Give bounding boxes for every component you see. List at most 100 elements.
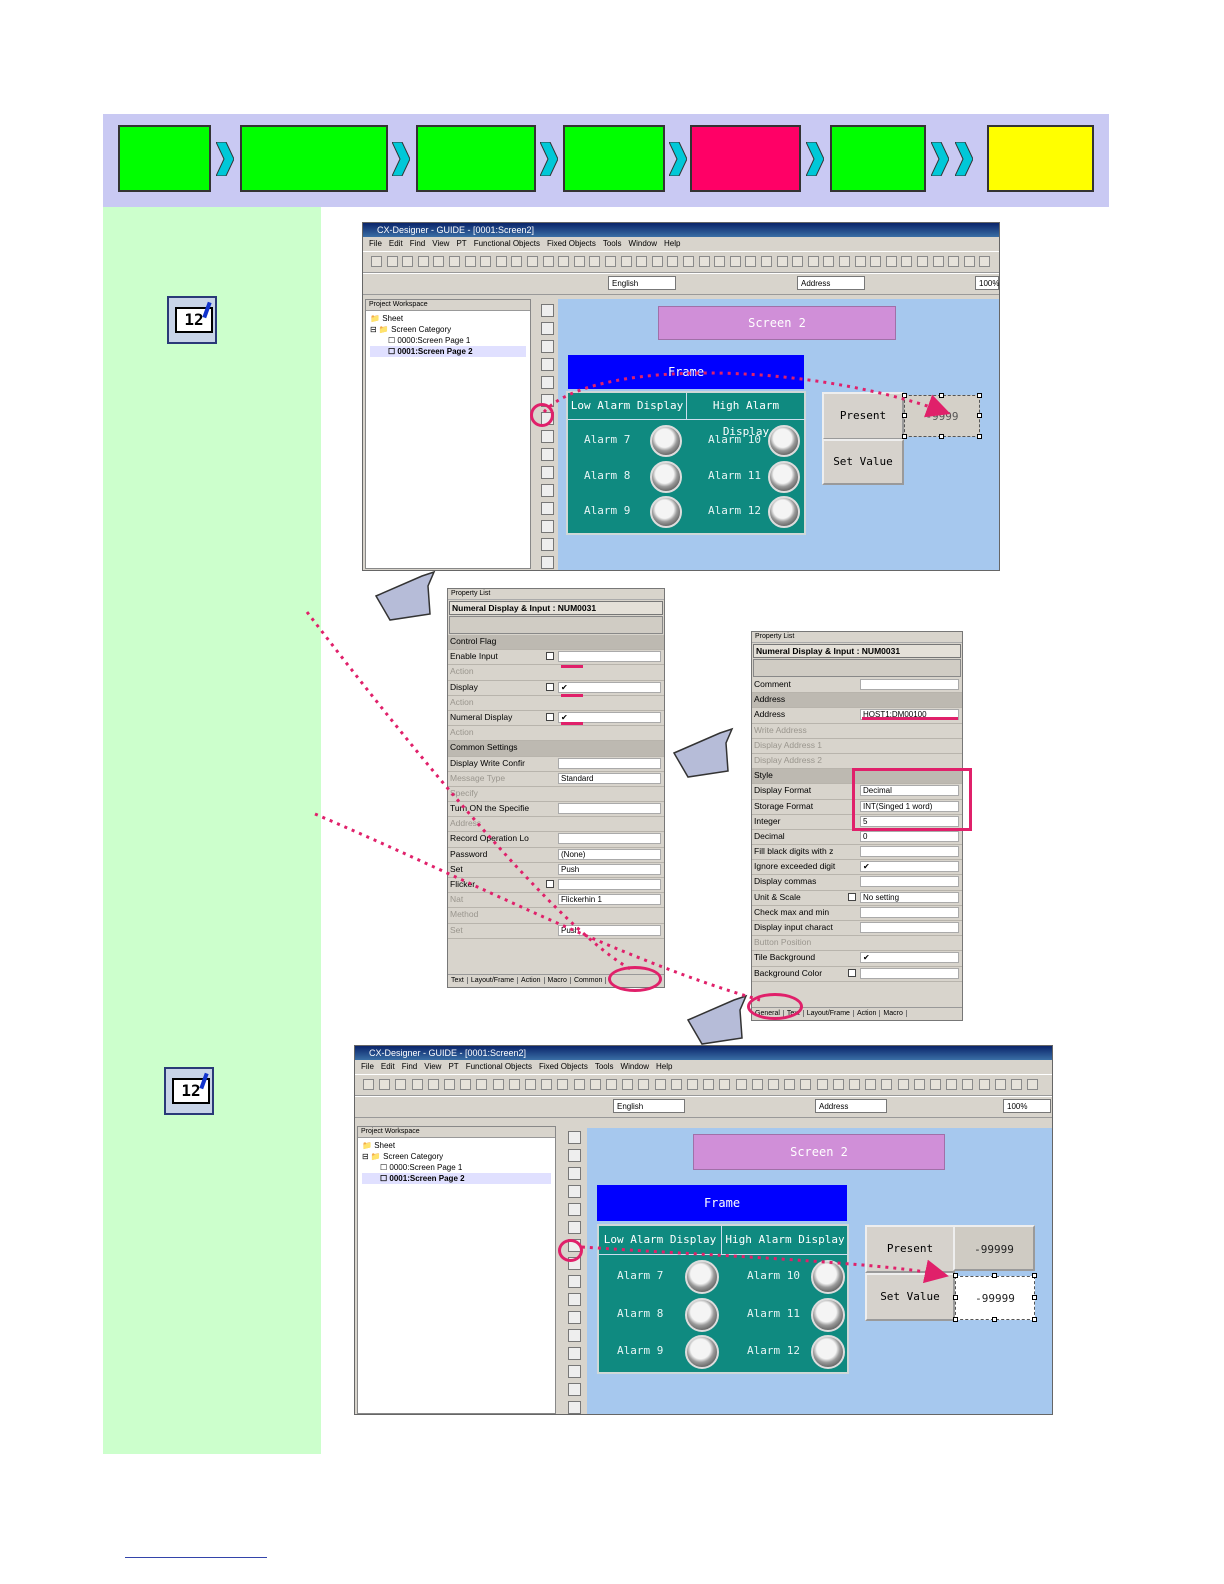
toolbar-button[interactable] [901, 256, 913, 267]
toolbar-button[interactable] [508, 1079, 520, 1090]
property-value[interactable]: 0 [860, 830, 959, 842]
palette-button[interactable] [567, 1221, 581, 1234]
toolbar-button[interactable] [511, 256, 523, 267]
menu-item-edit[interactable]: Edit [388, 239, 403, 248]
property-value[interactable] [558, 651, 661, 663]
property-value[interactable] [558, 757, 661, 769]
set-value-button[interactable]: Set Value [865, 1273, 955, 1321]
palette-button[interactable] [540, 376, 554, 389]
property-value[interactable]: Push [558, 924, 661, 936]
toolbar-button[interactable] [870, 256, 882, 267]
toolbar-button[interactable] [605, 256, 616, 267]
property-row[interactable]: Display✔ [448, 681, 664, 696]
tab-layout-frame[interactable]: Layout/Frame [467, 977, 519, 984]
toolbar-button[interactable] [606, 1079, 617, 1090]
zoom-field[interactable]: 100% [1003, 1099, 1051, 1113]
palette-button[interactable] [567, 1347, 581, 1360]
menu-item-pt[interactable]: PT [448, 1062, 459, 1071]
tab-low-alarm[interactable]: Low Alarm Display [568, 393, 687, 420]
palette-button[interactable] [567, 1293, 581, 1306]
menu-item-window[interactable]: Window [620, 1062, 649, 1071]
toolbar-button[interactable] [948, 256, 960, 267]
property-row[interactable]: Button Position [752, 936, 962, 952]
toolbar-button[interactable] [557, 1079, 569, 1090]
palette-button[interactable] [540, 520, 554, 533]
toolbar-button[interactable] [800, 1079, 812, 1090]
use-address-checkbox[interactable] [546, 712, 554, 721]
toolbar-button[interactable] [703, 1079, 715, 1090]
tab-high-alarm[interactable]: High Alarm Display [687, 393, 805, 438]
toolbar-button[interactable] [542, 256, 554, 267]
tree-item-page-1[interactable]: ☐ 0000:Screen Page 1 [388, 336, 471, 345]
palette-button[interactable] [540, 430, 554, 443]
property-row[interactable]: Display Write Confir [448, 757, 664, 772]
tree-item-screen-category[interactable]: ⊟ 📁 Screen Category [362, 1152, 444, 1161]
property-value[interactable]: No setting [860, 891, 959, 903]
property-row[interactable]: Numeral Display✔ [448, 711, 664, 727]
menu-item-pt[interactable]: PT [456, 239, 467, 248]
palette-button[interactable] [567, 1131, 581, 1144]
tab-action[interactable]: Action [518, 977, 545, 984]
toolbar-button[interactable] [402, 256, 414, 267]
menu-item-help[interactable]: Help [656, 1062, 673, 1071]
toolbar-button[interactable] [865, 1079, 877, 1090]
property-value[interactable] [860, 922, 959, 933]
toolbar-button[interactable] [823, 256, 835, 267]
menu-item-find[interactable]: Find [409, 239, 426, 248]
property-row[interactable]: Action [448, 726, 664, 742]
toolbar-button[interactable] [589, 256, 601, 267]
toolbar-button[interactable] [449, 256, 460, 267]
toolbar-button[interactable] [714, 256, 726, 267]
tab-macro[interactable]: Macro [544, 977, 571, 984]
toolbar-button[interactable] [979, 256, 991, 267]
property-row[interactable]: Comment [752, 678, 962, 694]
toolbar-button[interactable] [854, 256, 866, 267]
property-row[interactable]: Address [448, 817, 664, 833]
tab-low-alarm[interactable]: Low Alarm Display [599, 1226, 722, 1255]
toolbar-button[interactable] [761, 256, 772, 267]
toolbar-button[interactable] [897, 1079, 909, 1090]
property-value[interactable]: ✔ [558, 681, 661, 693]
set-value-button[interactable]: Set Value [822, 439, 904, 485]
property-row[interactable]: Flicker [448, 878, 664, 894]
tree-item-sheet[interactable]: 📁 Sheet [370, 314, 404, 323]
palette-button[interactable] [567, 1365, 581, 1378]
property-value[interactable] [558, 833, 661, 845]
property-row[interactable]: Background Color [752, 967, 962, 982]
toolbar-button[interactable] [527, 256, 538, 267]
menu-item-tools[interactable]: Tools [602, 239, 622, 248]
menu-item-window[interactable]: Window [628, 239, 657, 248]
property-value[interactable]: ✔ [860, 952, 959, 964]
use-address-checkbox[interactable] [848, 968, 856, 977]
menu-item-view[interactable]: View [424, 1062, 442, 1071]
property-value[interactable]: Push [558, 863, 661, 875]
tab-text[interactable]: Text [448, 977, 468, 984]
palette-button[interactable] [540, 556, 554, 569]
toolbar-button[interactable] [651, 256, 663, 267]
palette-button[interactable] [567, 1401, 581, 1414]
use-address-checkbox[interactable] [546, 682, 554, 691]
property-row[interactable]: Method [448, 908, 664, 924]
toolbar-button[interactable] [620, 256, 632, 267]
palette-button[interactable] [540, 448, 554, 461]
toolbar-button[interactable] [930, 1079, 941, 1090]
toolbar-button[interactable] [735, 1079, 747, 1090]
toolbar-button[interactable] [881, 1079, 893, 1090]
toolbar-button[interactable] [525, 1079, 536, 1090]
toolbar-button[interactable] [417, 256, 429, 267]
set-value-input[interactable]: -99999 [955, 1276, 1035, 1320]
present-value-button[interactable]: Present Value [822, 392, 904, 466]
toolbar-button[interactable] [411, 1079, 423, 1090]
toolbar-button[interactable] [433, 256, 445, 267]
property-value[interactable]: ✔ [860, 861, 959, 873]
palette-button[interactable] [567, 1383, 581, 1396]
palette-button[interactable] [567, 1329, 581, 1342]
menu-item-functional-objects[interactable]: Functional Objects [473, 239, 540, 248]
menu-item-find[interactable]: Find [401, 1062, 418, 1071]
property-row[interactable]: Display Address 2 [752, 754, 962, 770]
